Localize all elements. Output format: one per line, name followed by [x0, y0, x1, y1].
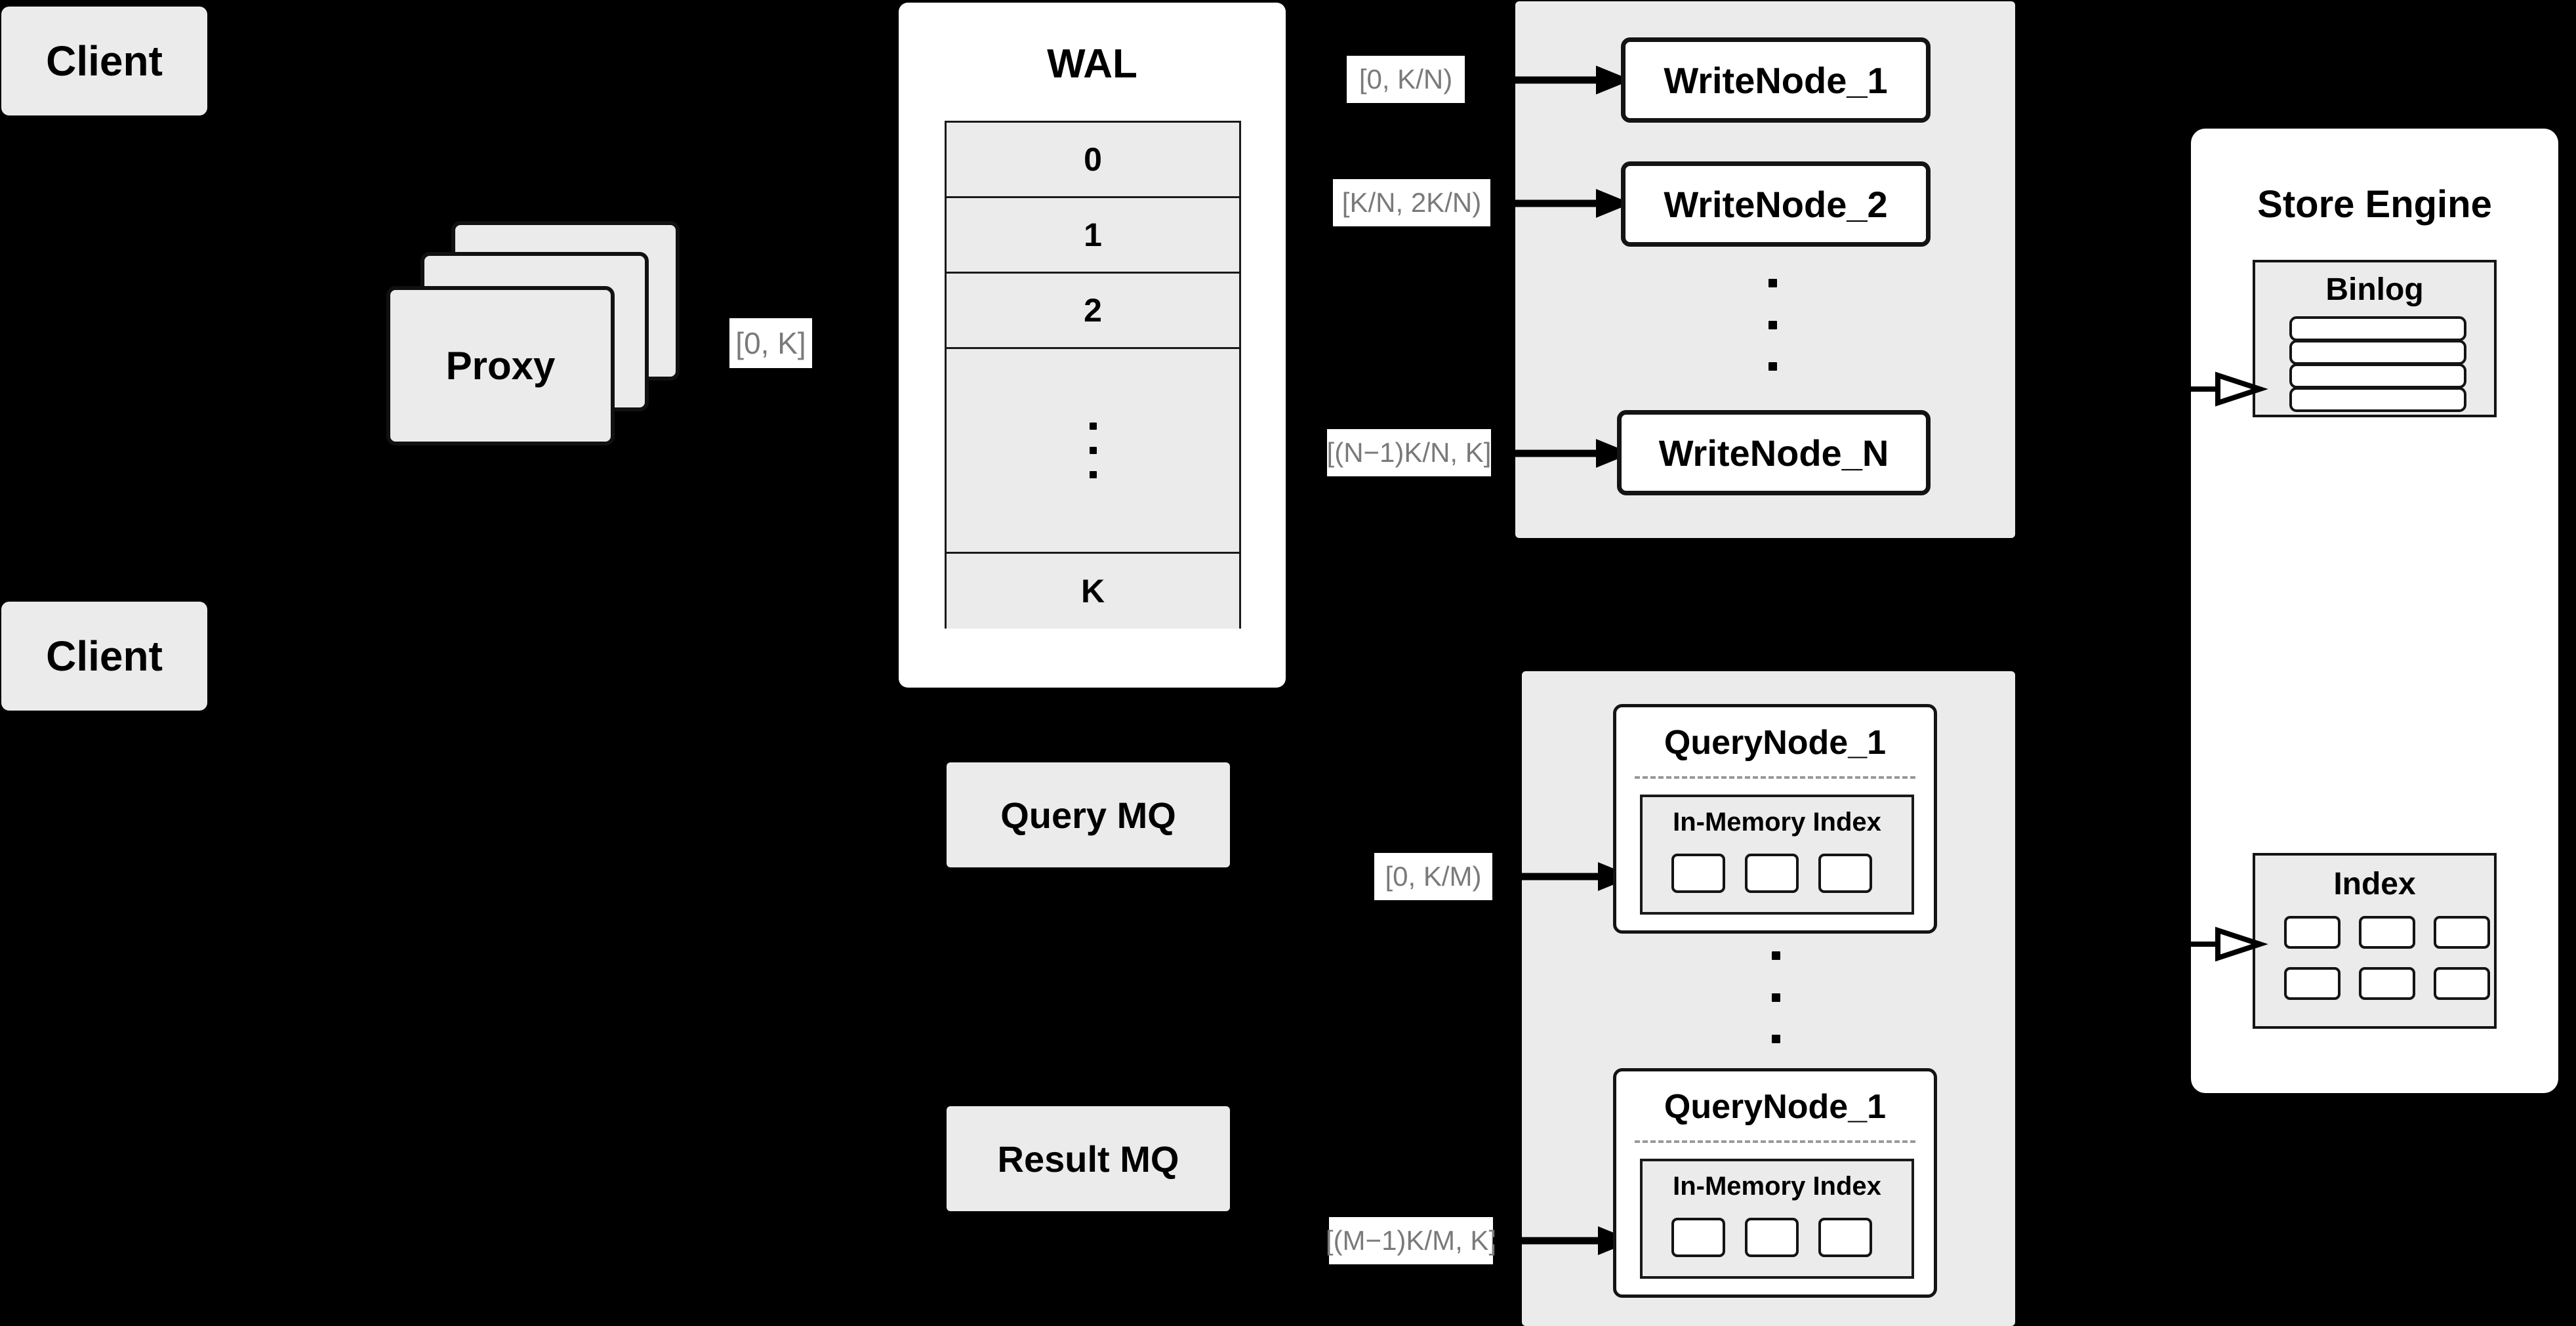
index-cell [1745, 854, 1799, 893]
wal-row-label: K [1080, 573, 1105, 610]
write-node-label: WriteNode_N [1658, 432, 1889, 474]
store-engine-title: Store Engine [2257, 183, 2492, 226]
query-node-label: QueryNode_1 [1664, 724, 1887, 762]
result-mq-box[interactable]: Result MQ [947, 1106, 1230, 1211]
index-cell [2284, 967, 2341, 1000]
query-mq-label: Query MQ [1000, 794, 1176, 836]
arrow-to-index [2186, 926, 2268, 962]
write-node-n-card[interactable]: WriteNode_N [1617, 410, 1931, 495]
wal-row: 2 [947, 274, 1239, 349]
ellipsis-dot [1089, 471, 1097, 478]
index-title: Index [2333, 867, 2416, 901]
wal-panel: WAL 0 1 2 K [899, 3, 1286, 688]
query-mq-box[interactable]: Query MQ [947, 762, 1230, 867]
index-cell [1671, 1218, 1725, 1257]
client-box-1[interactable]: Client [1, 7, 207, 115]
ellipsis-dot [1771, 993, 1780, 1002]
write-node-label: WriteNode_2 [1664, 183, 1888, 225]
range-tag-text: [0, K/N) [1359, 64, 1453, 94]
query-node-1-card[interactable]: QueryNode_1 In-Memory Index [1613, 704, 1937, 934]
proxy-card-front[interactable]: Proxy [386, 286, 615, 445]
range-tag-text: [(N−1)K/N, K] [1326, 437, 1492, 468]
wal-row: K [947, 554, 1239, 629]
range-tag-text: [(M−1)K/M, K] [1325, 1225, 1497, 1256]
arrow-to-write-node-n [1491, 439, 1631, 468]
in-memory-index-title: In-Memory Index [1673, 1172, 1881, 1201]
arrow-to-query-node-m [1493, 1226, 1633, 1255]
write-node-n-range-tag: [(N−1)K/N, K] [1327, 429, 1491, 476]
index-cell [1818, 854, 1872, 893]
index-cell [1818, 1218, 1872, 1257]
wal-row-ellipsis [947, 349, 1239, 554]
write-node-1-card[interactable]: WriteNode_1 [1621, 37, 1931, 123]
ellipsis-dot [1768, 362, 1777, 371]
index-cell [1671, 854, 1725, 893]
query-node-divider [1635, 1140, 1915, 1143]
index-cell [2284, 916, 2341, 949]
write-node-label: WriteNode_1 [1664, 59, 1888, 101]
binlog-row [2289, 316, 2466, 341]
write-node-ellipsis [1768, 279, 1777, 371]
result-mq-label: Result MQ [997, 1138, 1179, 1180]
arrow-to-query-node-1 [1493, 862, 1633, 891]
write-node-2-card[interactable]: WriteNode_2 [1621, 161, 1931, 247]
index-cell [2434, 967, 2490, 1000]
arrow-to-write-node-2 [1491, 189, 1631, 218]
query-node-1-range-tag: [0, K/M) [1374, 853, 1492, 900]
proxy-range-tag-text: [0, K] [735, 326, 806, 360]
ellipsis-dot [1768, 279, 1777, 287]
store-engine-panel: Store Engine Binlog Index [2191, 129, 2558, 1093]
arrow-to-binlog [2186, 371, 2268, 407]
wal-row-label: 0 [1084, 141, 1102, 178]
wal-row-label: 1 [1084, 217, 1102, 253]
range-tag-text: [K/N, 2K/N) [1341, 187, 1482, 218]
index-cell [2359, 967, 2415, 1000]
in-memory-index-panel: In-Memory Index [1640, 1159, 1914, 1279]
range-tag-text: [0, K/M) [1385, 861, 1482, 892]
index-cell [1745, 1218, 1799, 1257]
ellipsis-dot [1089, 423, 1097, 430]
wal-title: WAL [1047, 41, 1137, 87]
index-cell [2359, 916, 2415, 949]
proxy-label: Proxy [445, 344, 556, 388]
in-memory-index-title: In-Memory Index [1673, 808, 1881, 837]
query-node-m-card[interactable]: QueryNode_1 In-Memory Index [1613, 1068, 1937, 1298]
wal-row: 1 [947, 198, 1239, 274]
ellipsis-dot [1089, 447, 1097, 454]
binlog-row [2289, 363, 2466, 388]
client-label: Client [46, 37, 163, 85]
client-label: Client [46, 632, 163, 680]
index-cell [2434, 916, 2490, 949]
proxy-range-tag: [0, K] [729, 318, 812, 368]
ellipsis-dot [1771, 951, 1780, 960]
ellipsis-dot [1768, 320, 1777, 329]
query-node-ellipsis [1771, 951, 1780, 1043]
query-node-m-range-tag: [(M−1)K/M, K] [1325, 1217, 1497, 1264]
query-node-divider [1635, 776, 1915, 779]
wal-row-label: 2 [1084, 292, 1102, 329]
ellipsis-dot [1771, 1035, 1780, 1043]
wal-table: 0 1 2 K [945, 121, 1241, 629]
index-panel: Index [2253, 853, 2497, 1029]
write-node-1-range-tag: [0, K/N) [1347, 56, 1465, 103]
binlog-row [2289, 340, 2466, 365]
binlog-row [2289, 387, 2466, 412]
binlog-title: Binlog [2325, 272, 2424, 307]
write-node-2-range-tag: [K/N, 2K/N) [1333, 179, 1490, 226]
binlog-panel: Binlog [2253, 260, 2497, 417]
arrow-to-write-node-1 [1491, 66, 1631, 94]
query-node-label: QueryNode_1 [1664, 1088, 1887, 1126]
wal-row: 0 [947, 123, 1239, 198]
client-box-2[interactable]: Client [1, 602, 207, 711]
in-memory-index-panel: In-Memory Index [1640, 795, 1914, 915]
